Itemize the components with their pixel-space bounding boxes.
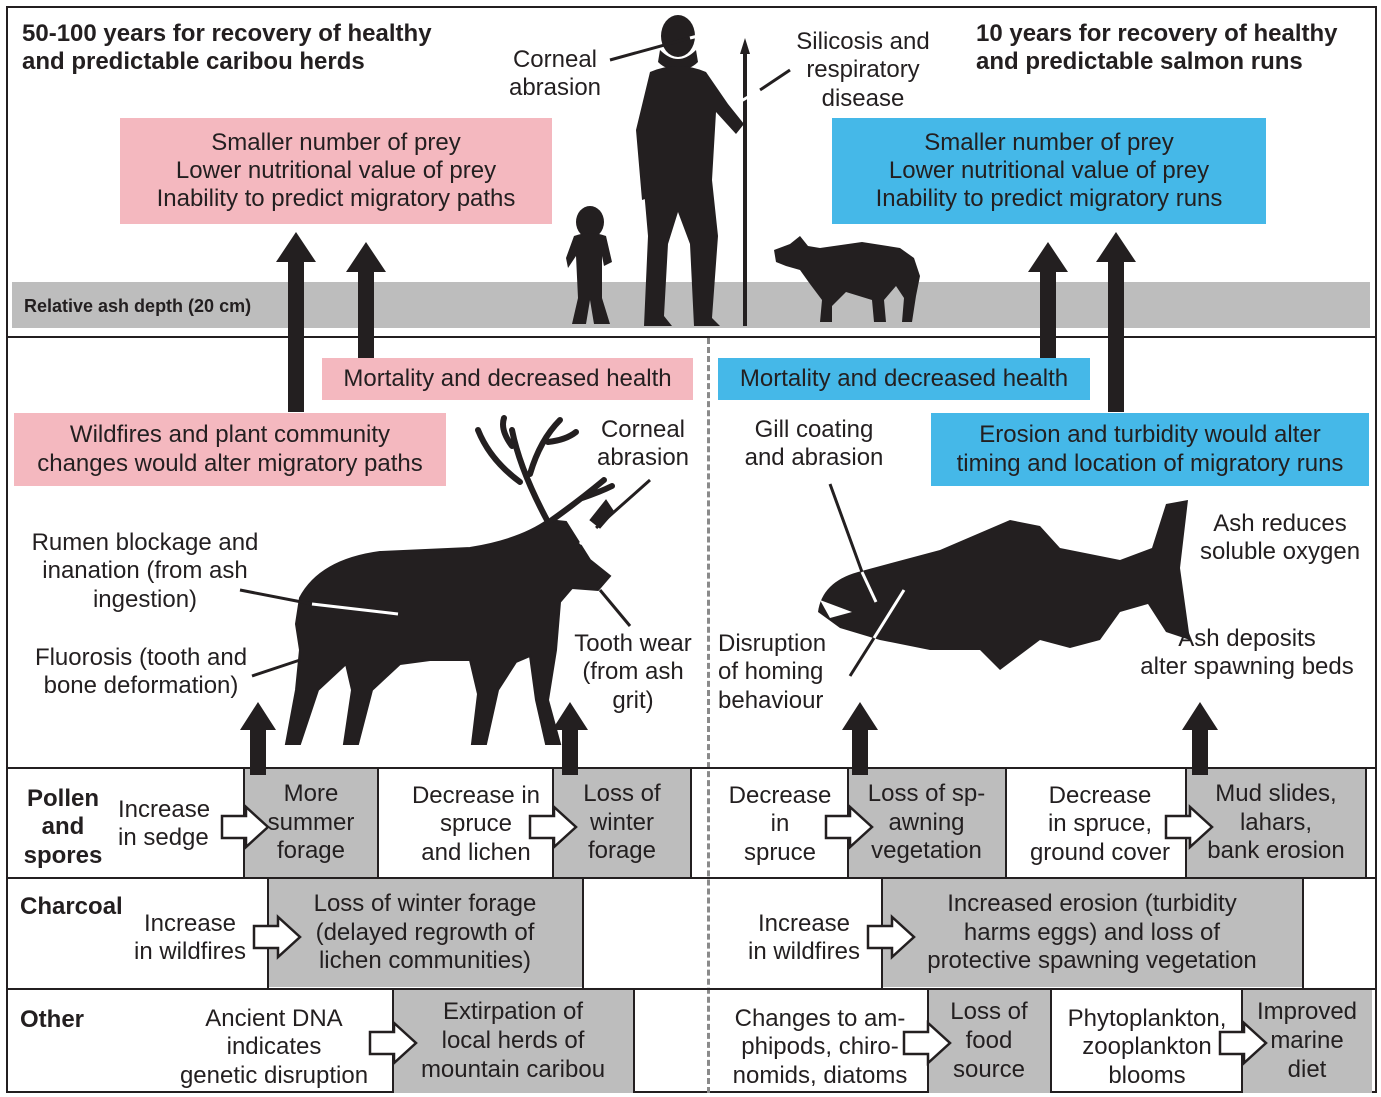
grid-v: [1365, 767, 1367, 877]
pollen-caribou-effect-1: More summer forage: [244, 769, 378, 877]
grid-v: [377, 767, 379, 877]
pollen-caribou-cause-2: Decrease in spruce and lichen: [411, 782, 541, 866]
human-silicosis-label: Silicosis and respiratory disease: [796, 28, 930, 112]
salmon-recovery-title: 10 years for recovery of healthy and pre…: [976, 20, 1338, 76]
grid-v: [582, 877, 584, 988]
salmon-prey-effects-box: Smaller number of prey Lower nutritional…: [832, 118, 1266, 224]
caribou-corneal-label: Corneal abrasion: [596, 416, 690, 472]
grid-v: [1005, 767, 1007, 877]
ash-depth-label: Relative ash depth (20 cm): [24, 296, 252, 316]
other-caribou-cause: Ancient DNA indicates genetic disruption: [179, 1005, 369, 1089]
table-row-line-2: [6, 988, 1377, 990]
caribou-tooth-wear-label: Tooth wear (from ash grit): [574, 630, 692, 714]
caribou-mortality-box: Mortality and decreased health: [322, 358, 693, 400]
human-silhouette: [636, 15, 744, 326]
child-silhouette: [566, 206, 612, 324]
pollen-salmon-cause-2: Decrease in spruce, ground cover: [1029, 782, 1171, 866]
salmon-oxygen-label: Ash reduces soluble oxygen: [1199, 510, 1361, 566]
other-salmon-cause-2: Phytoplankton, zooplankton blooms: [1067, 1005, 1227, 1089]
pollen-salmon-effect-2: Mud slides, lahars, bank erosion: [1186, 769, 1366, 877]
caribou-migration-box: Wildfires and plant community changes wo…: [14, 413, 446, 486]
salmon-homing-label: Disruption of homing behaviour: [718, 630, 827, 714]
human-corneal-abrasion-label: Corneal abrasion: [508, 46, 602, 102]
caribou-fluorosis-label: Fluorosis (tooth and bone deformation): [34, 644, 248, 700]
pollen-caribou-cause-1: Increase in sedge: [118, 796, 211, 852]
pollen-salmon-effect-1: Loss of sp- awning vegetation: [848, 769, 1005, 877]
salmon-gill-label: Gill coating and abrasion: [744, 416, 884, 472]
grid-v: [633, 988, 635, 1093]
pollen-salmon-cause-1: Decrease in spruce: [728, 782, 832, 866]
salmon-spawning-label: Ash deposits alter spawning beds: [1140, 625, 1354, 681]
row-label-pollen: Pollen and spores: [23, 785, 103, 869]
center-dashed-divider: [707, 338, 710, 1093]
salmon-silhouette: [818, 500, 1190, 670]
caribou-rumen-label: Rumen blockage and inanation (from ash i…: [31, 529, 259, 613]
pollen-caribou-effect-2: Loss of winter forage: [553, 769, 691, 877]
row-label-other: Other: [20, 1006, 85, 1033]
charcoal-salmon-effect: Increased erosion (turbidity harms eggs)…: [882, 879, 1302, 987]
other-caribou-effect: Extirpation of local herds of mountain c…: [393, 990, 633, 1093]
caribou-silhouette: [284, 415, 615, 745]
ash-depth-band: [12, 282, 1370, 328]
hollow-right-arrow-icon: [220, 805, 1268, 1065]
section-divider: [6, 336, 1377, 338]
grid-v: [1050, 988, 1052, 1093]
row-label-charcoal: Charcoal: [20, 893, 123, 920]
diagram-frame: [6, 6, 1377, 1093]
salmon-mortality-box: Mortality and decreased health: [718, 358, 1090, 400]
dog-silhouette: [774, 236, 920, 322]
spear: [740, 38, 750, 326]
charcoal-salmon-cause: Increase in wildfires: [747, 910, 861, 966]
up-arrow-icon: [240, 232, 1218, 775]
grid-v: [690, 767, 692, 877]
grid-v: [1302, 877, 1304, 988]
table-row-line-1: [6, 877, 1377, 879]
charcoal-caribou-cause: Increase in wildfires: [133, 910, 247, 966]
other-salmon-cause-1: Changes to am- phipods, chiro- nomids, d…: [732, 1005, 908, 1089]
caribou-recovery-title: 50-100 years for recovery of healthy and…: [22, 20, 432, 76]
charcoal-caribou-effect: Loss of winter forage (delayed regrowth …: [268, 879, 582, 987]
salmon-migration-box: Erosion and turbidity would alter timing…: [931, 413, 1369, 486]
caribou-prey-effects-box: Smaller number of prey Lower nutritional…: [120, 118, 552, 224]
